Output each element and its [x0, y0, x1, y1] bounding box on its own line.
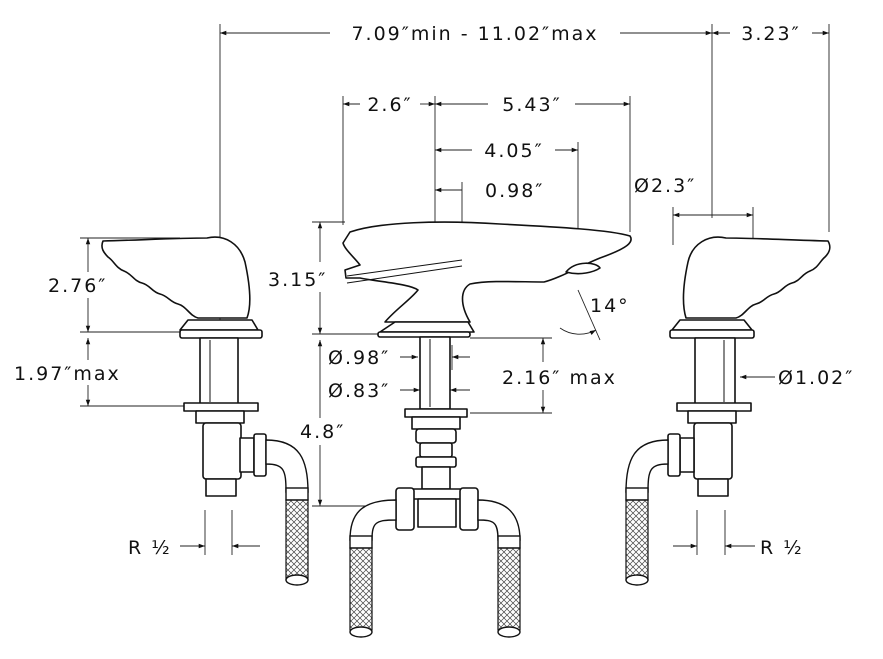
right-handle-assembly [625, 236, 831, 586]
label-spout-offset: 0.98″ [485, 180, 544, 202]
label-thread-left: R ½ [128, 537, 172, 559]
label-spout-back: 2.6″ [367, 94, 412, 116]
label-shank-right: Ø1.02″ [778, 367, 854, 389]
label-spout-reach: 5.43″ [502, 94, 561, 116]
dimension-labels: 7.09″min - 11.02″max 3.23″ 2.6″ 5.43″ 4.… [14, 23, 854, 559]
label-handle-height: 2.76″ [48, 275, 107, 297]
label-spout-to-handle: 3.23″ [741, 23, 800, 45]
label-handle-diameter: Ø2.3″ [634, 175, 696, 197]
label-overall-width: 7.09″min - 11.02″max [351, 23, 598, 45]
label-deck-thickness: 4.8″ [300, 421, 345, 443]
label-shank-outer: Ø.98″ [328, 347, 390, 369]
label-thread-right: R ½ [760, 537, 804, 559]
label-spout-height: 3.15″ [268, 269, 327, 291]
left-handle-assembly [101, 236, 309, 586]
label-spout-deck-max: 2.16″ max [502, 367, 617, 389]
spout-assembly [342, 221, 632, 638]
label-spout-outlet: 4.05″ [484, 140, 543, 162]
label-handle-deck-max: 1.97″max [14, 363, 121, 385]
label-shank-inner: Ø.83″ [328, 380, 390, 402]
label-outlet-angle: 14° [590, 295, 630, 317]
